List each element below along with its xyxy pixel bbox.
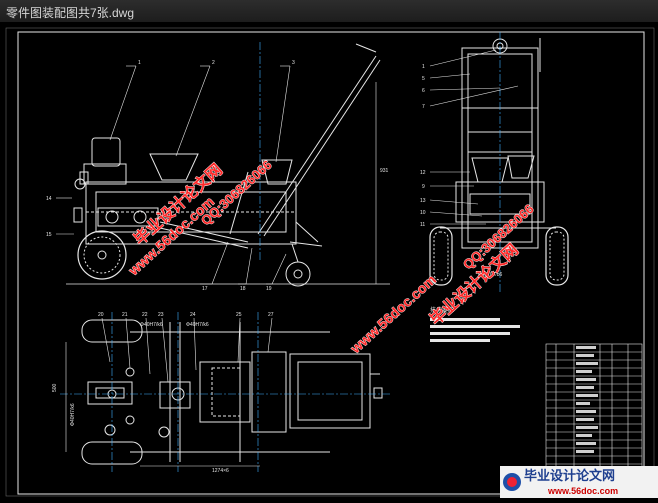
side-label-13: 13 [420,198,426,204]
plan-label-24: 24 [190,312,196,318]
plan-label-27: 27 [268,312,274,318]
side-label-1: 1 [422,64,425,70]
sheet-border [5,27,655,497]
footer-brand-url: www.56doc.com [547,486,618,496]
drawing-border [17,31,645,495]
front-label-3: 3 [292,60,295,66]
front-label-15: 15 [46,232,52,238]
front-label-17: 17 [202,286,208,292]
cad-drawing: 1 2 3 14 15 17 18 19 931 [5,27,658,498]
side-label-5: 5 [422,76,425,82]
drawing-canvas[interactable]: 1 2 3 14 15 17 18 19 931 [0,22,658,498]
plan-label-20: 20 [98,312,104,318]
footer-brand-name: 毕业设计论文网 [524,468,615,483]
plan-label-21: 21 [122,312,128,318]
side-view [440,38,556,249]
front-view [73,43,381,249]
side-label-7: 7 [422,104,425,110]
plan-label-23: 23 [158,312,164,318]
window-titlebar: 零件图装配图共7张.dwg [0,0,658,23]
notes-title: 技术要求 [430,306,454,314]
side-label-9: 9 [422,184,425,190]
plan-label-25: 25 [236,312,242,318]
side-label-12: 12 [420,170,426,176]
front-label-1: 1 [138,60,141,66]
front-label-18: 18 [240,286,246,292]
side-wheel-left [429,226,453,286]
plan-view [81,319,383,465]
side-leaders [429,49,519,225]
plan-dim-left-1: 500 [52,383,58,392]
front-wheel-large [77,230,127,280]
front-leaders [56,65,377,285]
side-wheel-right [545,226,569,286]
plan-fit-1: Φ40H7/k6 [140,322,163,328]
front-label-2: 2 [212,60,215,66]
front-label-14: 14 [46,196,52,202]
side-label-6: 6 [422,88,425,94]
window-title: 零件图装配图共7张.dwg [6,6,135,20]
front-label-19: 19 [266,286,272,292]
side-dimension: E10×67/b6 [478,272,503,278]
plan-leaders [65,317,273,467]
technical-notes: 技术要求 [430,306,520,342]
side-label-10: 10 [420,210,426,216]
front-wheel-small [285,243,311,287]
plan-dim-left-2: Φ40H7/k6 [70,403,76,426]
footer-brand: 毕业设计论文网 www.56doc.com [500,466,658,498]
plan-label-22: 22 [142,312,148,318]
plan-fit-2: Φ40H7/k6 [186,322,209,328]
plan-center-lines [60,312,390,472]
side-label-11: 11 [420,222,425,228]
front-dimension: 931 [380,168,389,174]
plan-dim-bottom: 1274×6 [212,468,229,474]
